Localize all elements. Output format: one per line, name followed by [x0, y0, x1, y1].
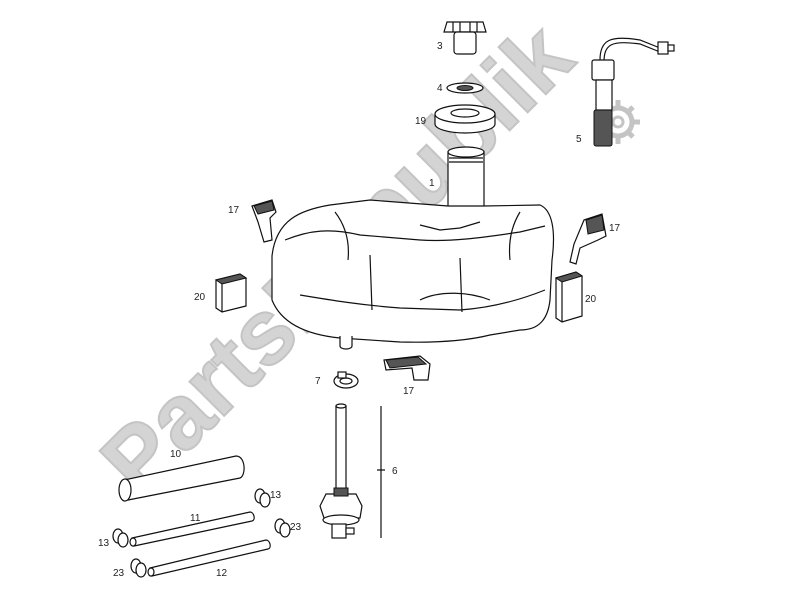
callout-20-right: 20: [585, 294, 597, 305]
callout-5: 5: [576, 134, 582, 145]
callout-12: 12: [216, 568, 228, 579]
callout-11: 11: [190, 513, 201, 524]
part-gasket: [446, 82, 484, 94]
callout-17-left: 17: [228, 205, 240, 216]
part-rubber-pad-bottom: [383, 355, 431, 381]
part-rubber-pad-left: [251, 199, 277, 243]
part-small-hose-11: [129, 511, 255, 547]
callout-19: 19: [415, 116, 427, 127]
callout-20-left: 20: [194, 292, 206, 303]
callout-10: 10: [170, 449, 182, 460]
callout-17-bottom: 17: [403, 386, 415, 397]
callouts: 3 4 19 5 1 17 17 20 20 7 17 10 6 13 11 2…: [98, 41, 621, 579]
callout-23-left: 23: [113, 568, 125, 579]
callout-13-left: 13: [98, 538, 110, 549]
part-fuel-sender: [591, 37, 675, 147]
callout-7: 7: [315, 376, 321, 387]
callout-1: 1: [429, 178, 435, 189]
part-rubber-pad-right: [569, 213, 607, 265]
callout-13-right: 13: [270, 490, 282, 501]
callout-23-right: 23: [290, 522, 302, 533]
part-clamp: [333, 371, 359, 389]
part-large-hose: [118, 455, 245, 502]
part-clips: [112, 488, 291, 578]
part-ring-seal: [434, 104, 496, 134]
callout-3: 3: [437, 41, 443, 52]
callout-4: 4: [437, 83, 443, 94]
callout-17-right: 17: [609, 223, 621, 234]
part-fuel-tap: [319, 403, 385, 539]
part-rubber-block-left: [214, 273, 248, 313]
callout-6: 6: [392, 466, 398, 477]
part-fuel-tank: [271, 146, 555, 350]
part-rubber-block-right: [554, 271, 584, 323]
part-small-hose-12: [147, 539, 271, 577]
part-filler-cap: [443, 21, 487, 55]
